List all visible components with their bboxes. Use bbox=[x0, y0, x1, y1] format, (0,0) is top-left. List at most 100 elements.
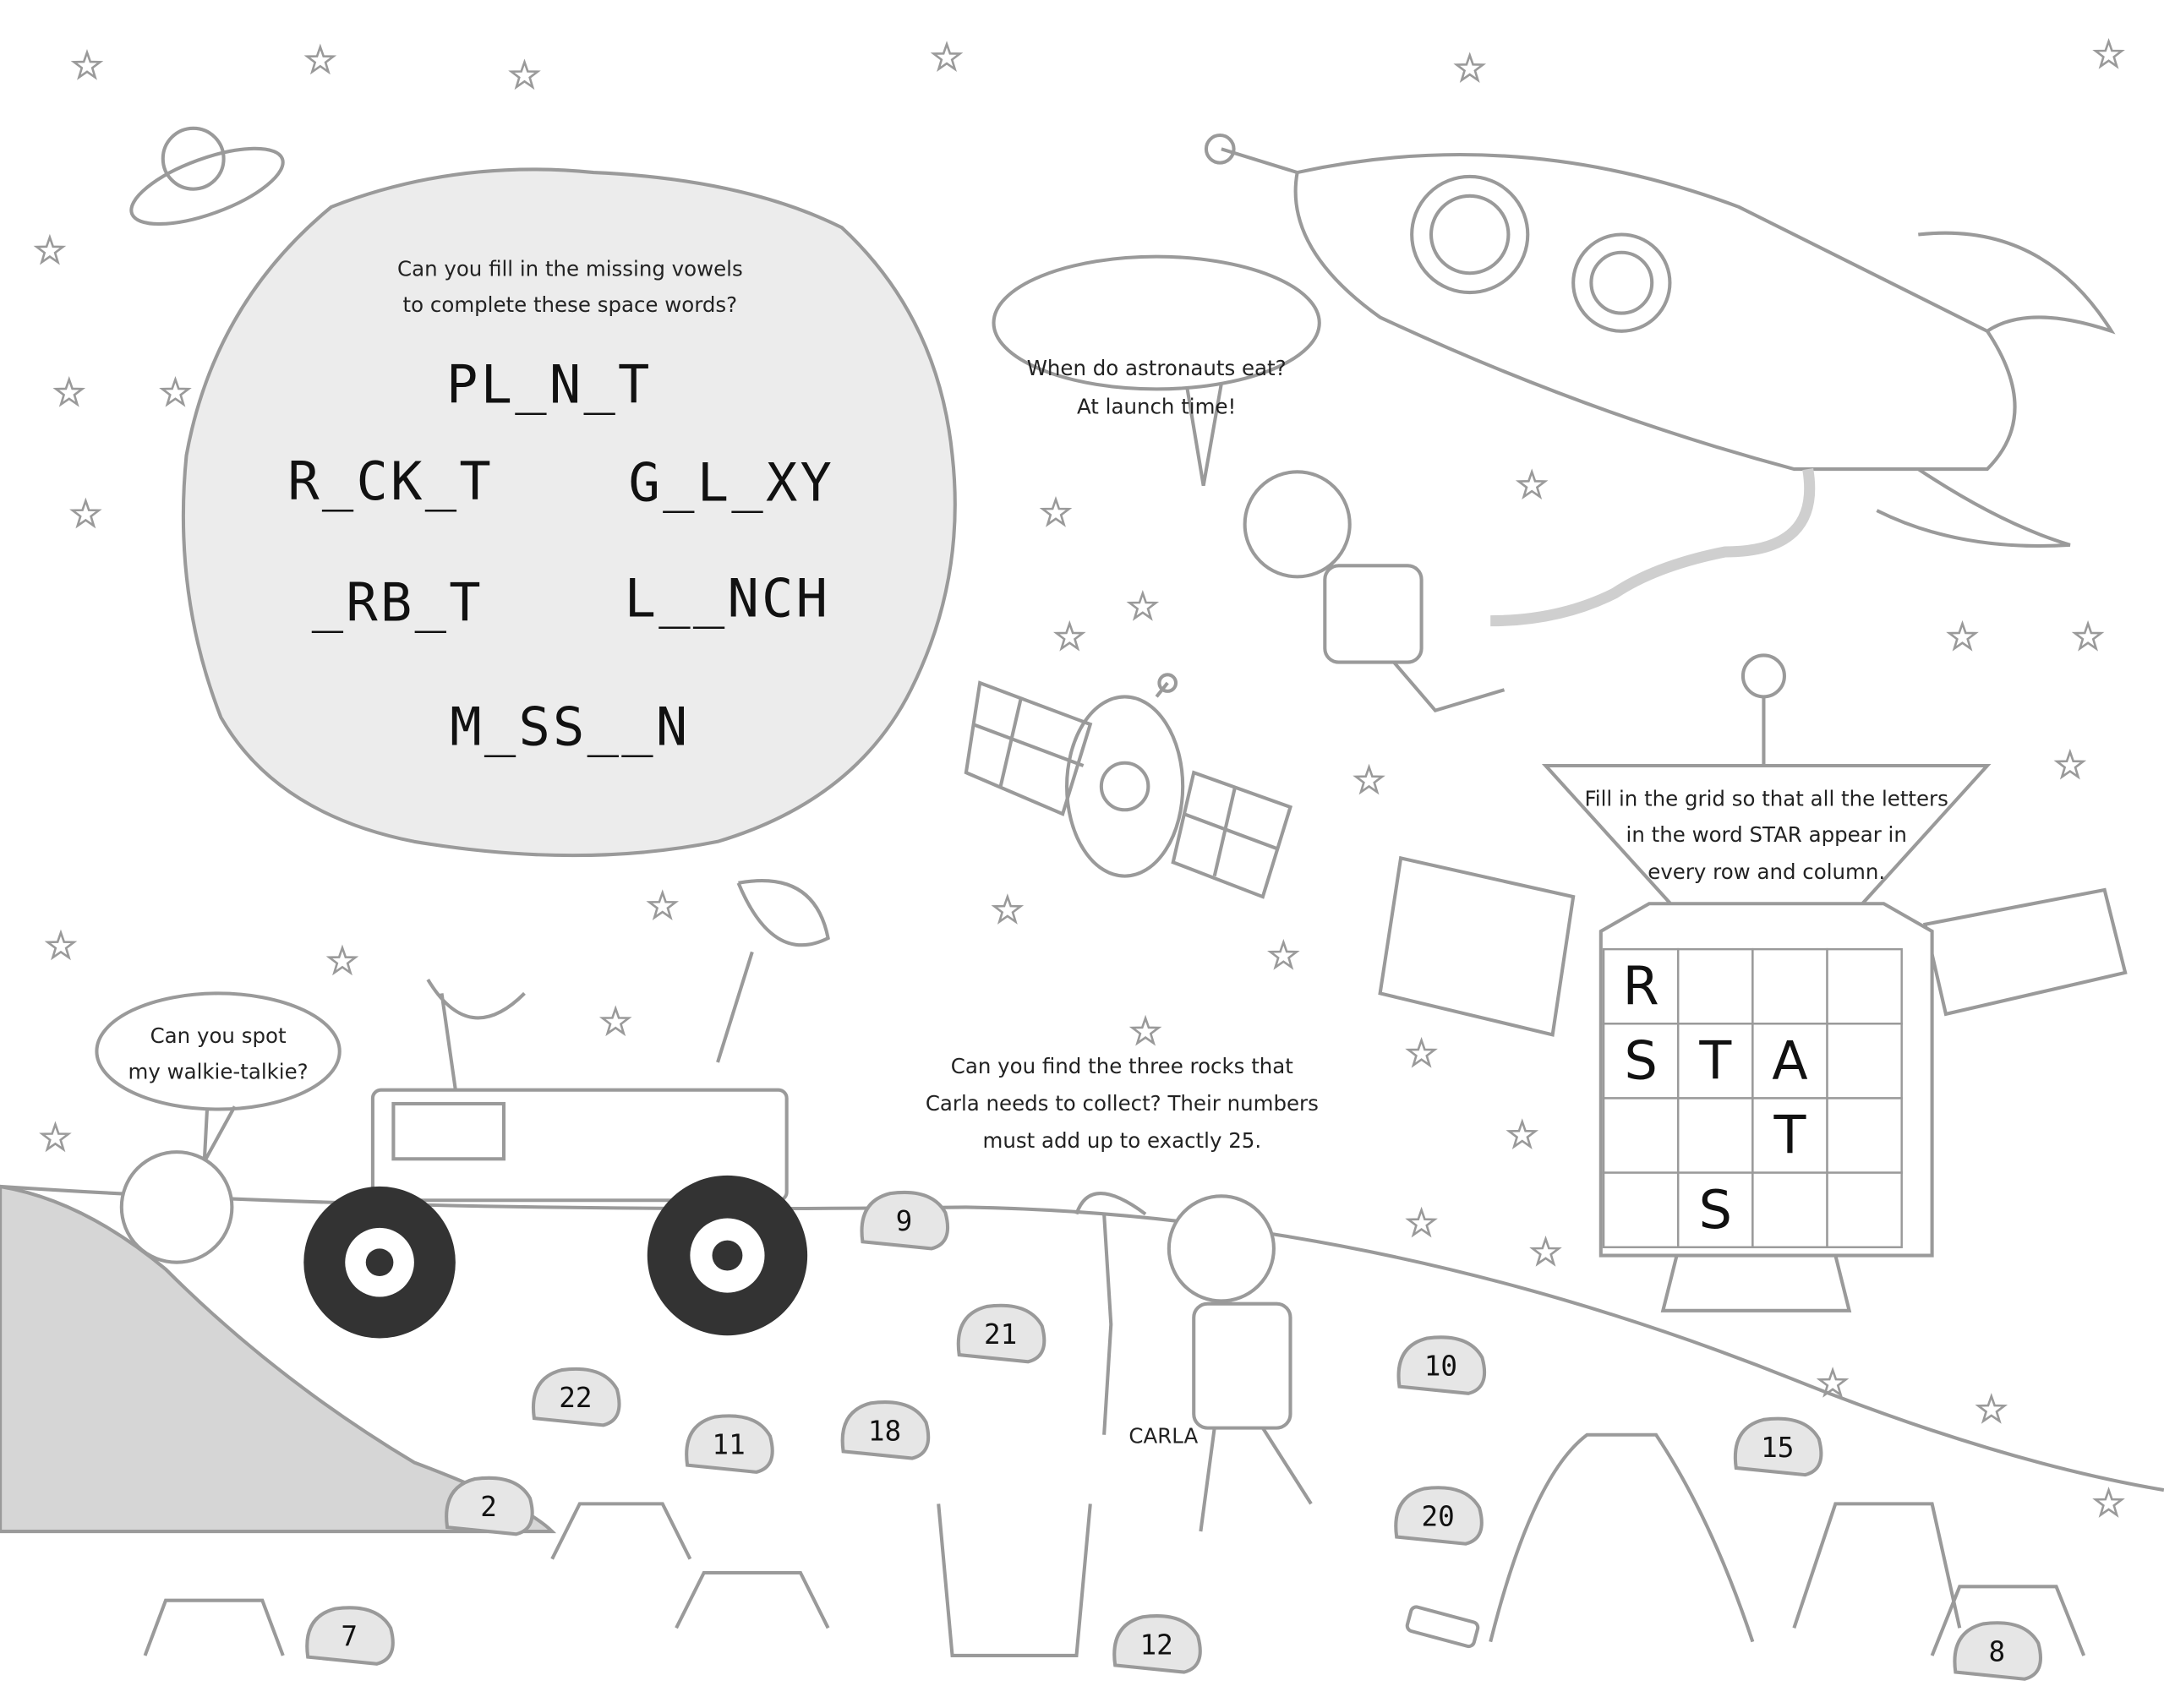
rock-number: 21 bbox=[984, 1318, 1017, 1351]
rock-15[interactable]: 15 bbox=[1733, 1416, 1823, 1477]
grid-cell[interactable] bbox=[1677, 1171, 1754, 1248]
star-icon bbox=[1453, 52, 1487, 84]
rock-prompt-line1: Can you find the three rocks that bbox=[951, 1054, 1294, 1078]
word-rocket: R_CK_T bbox=[287, 450, 494, 512]
rock-shape bbox=[685, 1414, 774, 1474]
walkie-talkie[interactable] bbox=[1405, 1605, 1480, 1649]
star-icon bbox=[1946, 619, 1979, 652]
star-icon bbox=[508, 58, 541, 90]
carla-astronaut bbox=[1074, 1192, 1313, 1532]
star-icon bbox=[33, 233, 67, 265]
rock-shape bbox=[1396, 1335, 1487, 1395]
grid-prompt-line2: in the word STAR appear in bbox=[1626, 822, 1907, 847]
star-icon bbox=[1267, 939, 1300, 970]
joke-speech-bubble: When do astronauts eat? At launch time! bbox=[992, 254, 1321, 486]
carla-label: CARLA bbox=[1128, 1424, 1198, 1449]
rock-2[interactable]: 2 bbox=[445, 1476, 534, 1536]
rock-number: 18 bbox=[868, 1415, 901, 1447]
rock-prompt-line2: Carla needs to collect? Their numbers bbox=[926, 1091, 1319, 1116]
word-planet: PL_N_T bbox=[446, 354, 653, 416]
word-launch: L__NCH bbox=[625, 568, 831, 630]
walkie-speech-bubble: Can you spot my walkie-talkie? bbox=[95, 991, 342, 1163]
grid-cell[interactable] bbox=[1677, 947, 1754, 1025]
rock-11[interactable]: 11 bbox=[685, 1414, 774, 1474]
star-icon bbox=[1506, 1118, 1539, 1149]
grid-cell[interactable] bbox=[1602, 1097, 1680, 1174]
star-icon bbox=[1126, 589, 1160, 621]
rock-shape bbox=[1112, 1614, 1202, 1674]
walkie-line1: Can you spot bbox=[150, 1023, 287, 1048]
rock-number: 11 bbox=[712, 1429, 745, 1461]
rock-9[interactable]: 9 bbox=[860, 1190, 950, 1251]
star-icon bbox=[70, 49, 104, 80]
grid-letter: T bbox=[1698, 1030, 1732, 1092]
vowel-puzzle: Can you fill in the missing vowels to co… bbox=[181, 167, 957, 858]
grid-cell[interactable] bbox=[1826, 1023, 1903, 1100]
star-icon bbox=[646, 889, 680, 920]
grid-cell[interactable] bbox=[1826, 947, 1903, 1025]
rock-8[interactable]: 8 bbox=[1953, 1621, 2042, 1681]
rock-shape bbox=[840, 1400, 931, 1460]
star-icon bbox=[930, 41, 964, 72]
star-icon bbox=[2053, 748, 2087, 780]
rocket-illustration bbox=[1204, 133, 2116, 627]
star-icon bbox=[2092, 1487, 2125, 1518]
rock-7[interactable]: 7 bbox=[305, 1606, 395, 1666]
numbered-rocks: 9 21 22 11 18 2 7 12 10 20 15 8 bbox=[305, 1190, 2042, 1681]
star-icon bbox=[159, 375, 192, 407]
rock-shape bbox=[1953, 1621, 2042, 1681]
rock-22[interactable]: 22 bbox=[531, 1367, 621, 1427]
moon-rock-shape bbox=[181, 167, 957, 858]
grid-letter: T bbox=[1773, 1105, 1807, 1166]
grid-cell[interactable] bbox=[1602, 1023, 1680, 1100]
rock-shape bbox=[956, 1303, 1046, 1364]
joke-question: When do astronauts eat? bbox=[1027, 356, 1287, 380]
rock-number: 2 bbox=[480, 1491, 497, 1523]
star-icon bbox=[2071, 619, 2105, 652]
peeking-astronaut bbox=[119, 1150, 234, 1264]
star-icon bbox=[1816, 1367, 1850, 1398]
rock-number: 22 bbox=[559, 1382, 592, 1414]
vowel-prompt-line2: to complete these space words? bbox=[403, 292, 738, 317]
rock-shape bbox=[860, 1190, 950, 1251]
grid-cell[interactable] bbox=[1677, 1023, 1754, 1100]
joke-answer: At launch time! bbox=[1077, 395, 1236, 419]
stars-decoration bbox=[33, 37, 2125, 1518]
vowel-prompt-line1: Can you fill in the missing vowels bbox=[397, 256, 743, 281]
grid-cell[interactable] bbox=[1751, 1171, 1828, 1248]
word-mission: M_SS__N bbox=[450, 696, 690, 758]
rock-20[interactable]: 20 bbox=[1394, 1486, 1484, 1546]
rock-21[interactable]: 21 bbox=[956, 1303, 1046, 1364]
rock-number: 10 bbox=[1424, 1351, 1457, 1383]
grid-cell[interactable] bbox=[1751, 1097, 1828, 1174]
satellite-illustration bbox=[964, 673, 1293, 899]
grid-cell[interactable] bbox=[1751, 1023, 1828, 1100]
rock-18[interactable]: 18 bbox=[840, 1400, 931, 1460]
word-galaxy: G_L_XY bbox=[629, 452, 835, 514]
rock-number: 7 bbox=[341, 1621, 358, 1653]
grid-cell[interactable] bbox=[1751, 947, 1828, 1025]
star-icon bbox=[1352, 763, 1385, 795]
star-icon bbox=[1975, 1393, 2008, 1424]
rock-shape bbox=[305, 1606, 395, 1666]
grid-cell[interactable] bbox=[1826, 1171, 1903, 1248]
grid-cell[interactable] bbox=[1826, 1097, 1903, 1174]
star-icon bbox=[598, 1005, 632, 1037]
grid-letter: R bbox=[1623, 955, 1659, 1017]
star-icon bbox=[44, 929, 78, 961]
grid-cell[interactable] bbox=[1602, 1171, 1680, 1248]
grid-puzzle: Fill in the grid so that all the letters… bbox=[1378, 653, 2128, 1312]
grid-cell[interactable] bbox=[1602, 947, 1680, 1025]
rock-12[interactable]: 12 bbox=[1112, 1614, 1202, 1674]
ufo-illustration bbox=[129, 126, 285, 226]
rock-number: 8 bbox=[1989, 1635, 2006, 1667]
grid-cell[interactable] bbox=[1677, 1097, 1754, 1174]
rock-shape bbox=[531, 1367, 621, 1427]
floating-astronaut bbox=[1243, 470, 1506, 713]
rock-10[interactable]: 10 bbox=[1396, 1335, 1487, 1395]
star-icon bbox=[303, 43, 337, 75]
star-icon bbox=[1128, 1014, 1162, 1046]
star-icon bbox=[52, 375, 86, 407]
